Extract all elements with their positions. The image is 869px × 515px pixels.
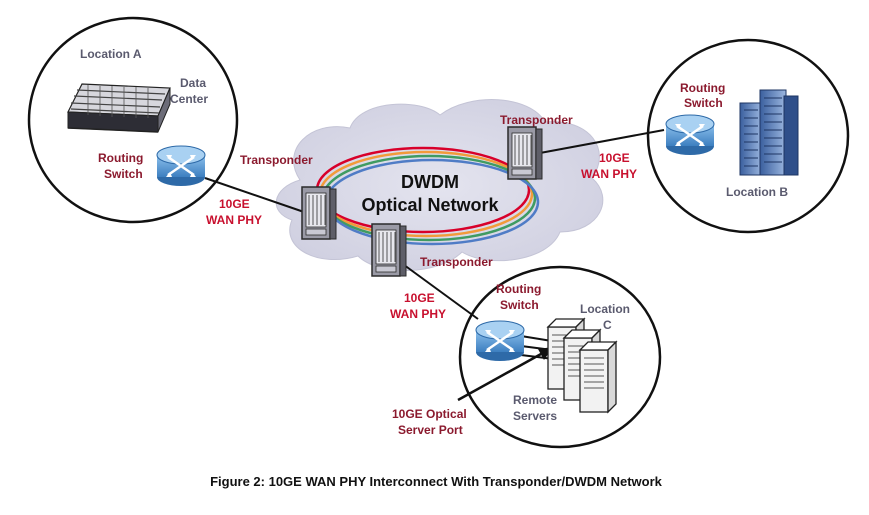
location-a-circle <box>27 16 239 224</box>
optical-port-label-line1: 10GE Optical <box>392 407 467 421</box>
data-center-label-line2: Center <box>170 92 208 106</box>
routing-switch-c-label-line1: Routing <box>496 282 541 296</box>
routing-switch-b-label-line1: Routing <box>680 81 725 95</box>
link-a-to-transponder <box>204 177 305 213</box>
transponder-left-icon <box>301 186 337 240</box>
routing-switch-a-icon <box>155 144 207 188</box>
remote-servers-label-line2: Servers <box>513 409 557 423</box>
data-center-building-icon <box>67 83 171 133</box>
location-c-title-line1: Location <box>580 302 630 316</box>
link-transponder-to-c <box>399 261 479 320</box>
transponder-bottom-icon <box>371 223 407 277</box>
optical-port-arrow <box>457 352 542 402</box>
remote-servers-label-line1: Remote <box>513 393 557 407</box>
transponder-bottom-label: Transponder <box>420 255 493 269</box>
cloud-title-line1: DWDM <box>401 172 459 192</box>
routing-switch-a-label-line2: Switch <box>104 167 143 181</box>
figure-caption: Figure 2: 10GE WAN PHY Interconnect With… <box>210 474 663 489</box>
server-3-icon <box>579 341 617 413</box>
transponder-top-right-label: Transponder <box>500 113 573 127</box>
link-b-label-line2: WAN PHY <box>581 167 637 181</box>
link-a-label-line2: WAN PHY <box>206 213 262 227</box>
routing-switch-b-label-line2: Switch <box>684 96 723 110</box>
routing-switch-c-icon <box>474 319 526 363</box>
location-b-circle <box>646 38 850 234</box>
routing-switch-b-icon <box>664 113 716 157</box>
data-center-label-line1: Data <box>180 76 206 90</box>
link-a-label-line1: 10GE <box>219 197 250 211</box>
link-b-label-line1: 10GE <box>599 151 630 165</box>
transponder-top-right-icon <box>507 126 543 180</box>
link-c-label-line1: 10GE <box>404 291 435 305</box>
cloud-title-line2: Optical Network <box>361 195 499 215</box>
optical-port-label-line2: Server Port <box>398 423 463 437</box>
office-building-icon <box>739 89 799 176</box>
link-transponder-to-b <box>539 129 665 154</box>
location-b-title: Location B <box>726 185 788 199</box>
location-c-circle <box>458 265 662 449</box>
routing-switch-c-label-line2: Switch <box>500 298 539 312</box>
location-a-title: Location A <box>80 47 142 61</box>
link-c-label-line2: WAN PHY <box>390 307 446 321</box>
routing-switch-a-label-line1: Routing <box>98 151 143 165</box>
location-c-title-line2: C <box>603 318 612 332</box>
transponder-left-label: Transponder <box>240 153 313 167</box>
